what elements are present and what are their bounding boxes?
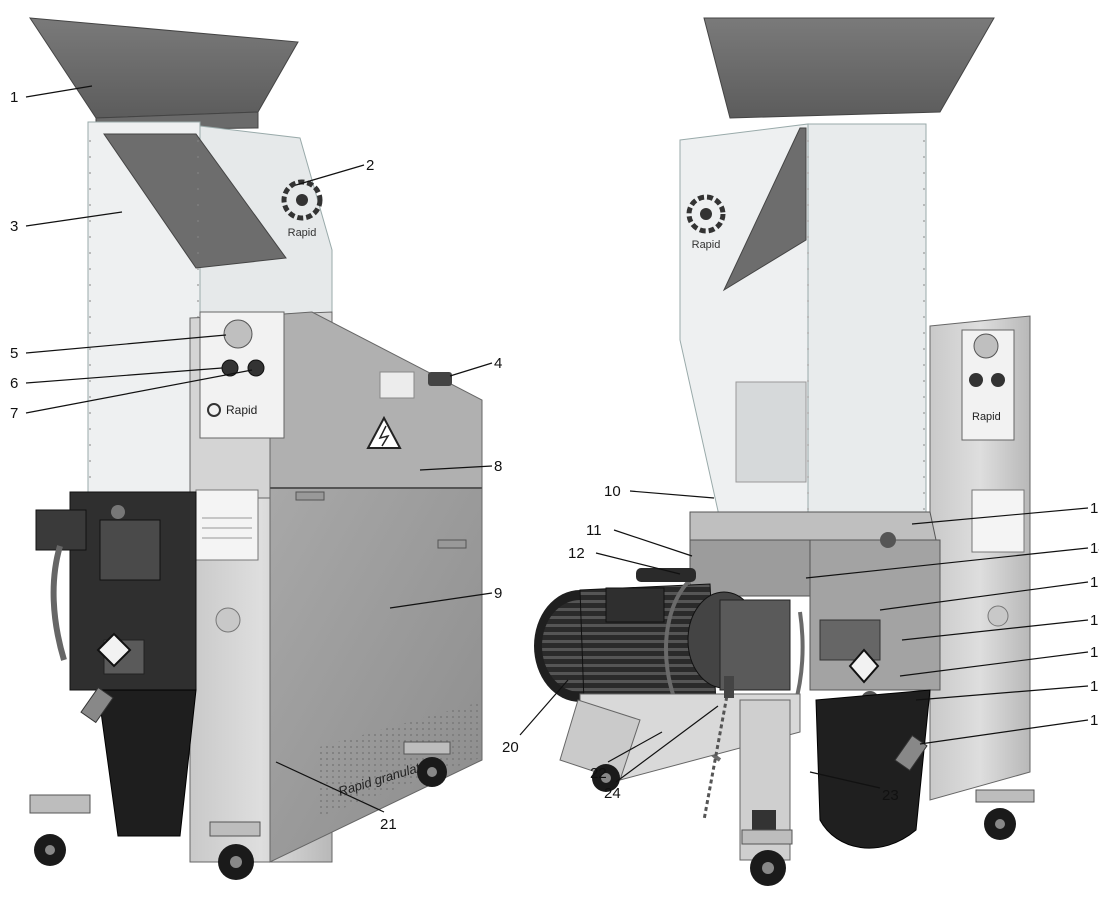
cutting-chamber-right	[689, 511, 941, 849]
cutting-mechanism-left	[29, 491, 197, 837]
callout-6: 6	[10, 375, 18, 392]
transparent-housing-left	[87, 121, 333, 503]
callout-13: 13	[1090, 500, 1099, 517]
control-panel-left: Rapid	[199, 311, 285, 439]
callout-5: 5	[10, 345, 18, 362]
callout-4: 4	[494, 355, 502, 372]
callout-22: 22	[590, 765, 607, 782]
castors-right	[592, 764, 1035, 886]
callout-8: 8	[494, 458, 502, 475]
callout-10: 10	[604, 483, 621, 500]
stop-button[interactable]	[247, 359, 265, 377]
electrical-cabinet-right: Rapid	[929, 315, 1031, 801]
callout-14: 14	[1090, 540, 1099, 557]
callout-17: 17	[1090, 644, 1099, 661]
leader-lines	[25, 85, 1089, 813]
emergency-stop-button[interactable]	[223, 319, 253, 349]
callout-7: 7	[10, 405, 18, 422]
control-panel-logo-text: Rapid	[226, 403, 257, 417]
callout-3: 3	[10, 218, 18, 235]
callout-labels: 1 2 3 4 5 6 7 8 9 10 11 12 13 14 15 16 1…	[10, 89, 1099, 833]
callout-21: 21	[380, 816, 397, 833]
callout-18: 18	[1090, 678, 1099, 695]
callout-20: 20	[502, 739, 519, 756]
feed-hopper-left	[29, 17, 299, 119]
hand-crush-hazard-icon	[96, 632, 132, 668]
stop-button-right[interactable]	[991, 373, 1005, 387]
start-button-right[interactable]	[969, 373, 983, 387]
callout-23: 23	[882, 787, 899, 804]
transparent-housing-right	[679, 123, 927, 521]
callout-9: 9	[494, 585, 502, 602]
control-panel-logo-text-right: Rapid	[972, 411, 1001, 423]
callout-19: 19	[1090, 712, 1099, 729]
hand-crush-hazard-icon-right	[848, 648, 880, 684]
callout-15: 15	[1090, 574, 1099, 591]
callout-2: 2	[366, 157, 374, 174]
callout-24: 24	[604, 785, 621, 802]
callout-1: 1	[10, 89, 18, 106]
emergency-stop-button-right[interactable]	[973, 333, 999, 359]
high-voltage-warning-icon	[366, 415, 402, 449]
castors-left	[34, 741, 451, 880]
left-granulator: Rapid Rapid granulator	[29, 17, 483, 880]
drive-motor	[534, 568, 805, 762]
cable-connector-left	[428, 372, 452, 386]
rapid-logo-door-left: Rapid	[281, 179, 323, 239]
feed-hopper-right	[703, 17, 995, 119]
rapid-logo-door-right: Rapid	[686, 194, 726, 251]
rapid-logo-text: Rapid	[288, 227, 317, 239]
callout-12: 12	[568, 545, 585, 562]
callout-11: 11	[586, 522, 602, 539]
callout-16: 16	[1090, 612, 1099, 629]
rapid-logo-text-right: Rapid	[692, 239, 721, 251]
right-granulator: Rapid Rapid	[534, 17, 1035, 886]
